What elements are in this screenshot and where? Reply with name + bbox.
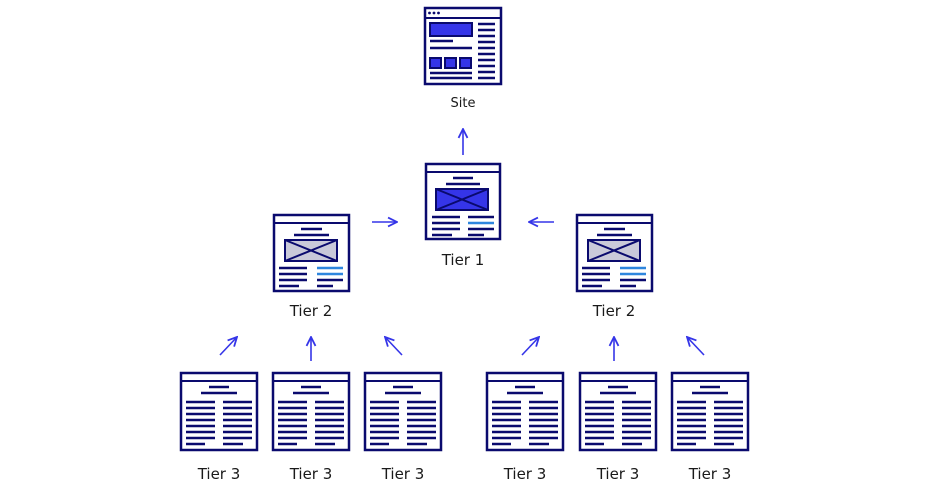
text-page-icon — [578, 371, 658, 452]
arrow-tier3-4-to-tier2-right — [521, 337, 539, 356]
tier3-label: Tier 3 — [289, 465, 333, 483]
tier3-node — [363, 371, 443, 452]
arrow-tier3-3-to-tier2-left — [385, 337, 403, 356]
text-page-icon — [670, 371, 750, 452]
tier3-node — [485, 371, 565, 452]
tier3-node — [670, 371, 750, 452]
tier2-left-label: Tier 2 — [289, 302, 333, 320]
site-node — [423, 6, 503, 86]
tier1-node — [424, 162, 502, 241]
link-arrows — [219, 129, 705, 361]
tier3-label: Tier 3 — [381, 465, 425, 483]
arrow-tier3-1-to-tier2-left — [219, 337, 237, 356]
tier3-node — [179, 371, 259, 452]
site-label: Site — [451, 96, 476, 111]
tier1-label: Tier 1 — [441, 251, 485, 269]
text-page-icon — [179, 371, 259, 452]
tier3-label: Tier 3 — [503, 465, 547, 483]
text-page-icon — [271, 371, 351, 452]
tier3-node — [578, 371, 658, 452]
tier2-right-node — [575, 213, 654, 293]
article-page-icon — [272, 213, 351, 293]
website-layout-icon — [423, 6, 503, 86]
article-page-icon — [575, 213, 654, 293]
article-page-icon — [424, 162, 502, 241]
tier3-label: Tier 3 — [197, 465, 241, 483]
tier2-left-node — [272, 213, 351, 293]
tier3-node — [271, 371, 351, 452]
text-page-icon — [363, 371, 443, 452]
tier3-label: Tier 3 — [688, 465, 732, 483]
tier3-row: Tier 3 Tier 3 Tier 3 Tier 3 Tier 3 Tier 3 — [179, 371, 750, 483]
tier2-right-label: Tier 2 — [592, 302, 636, 320]
arrow-tier3-6-to-tier2-right — [687, 337, 705, 356]
tier3-label: Tier 3 — [596, 465, 640, 483]
text-page-icon — [485, 371, 565, 452]
